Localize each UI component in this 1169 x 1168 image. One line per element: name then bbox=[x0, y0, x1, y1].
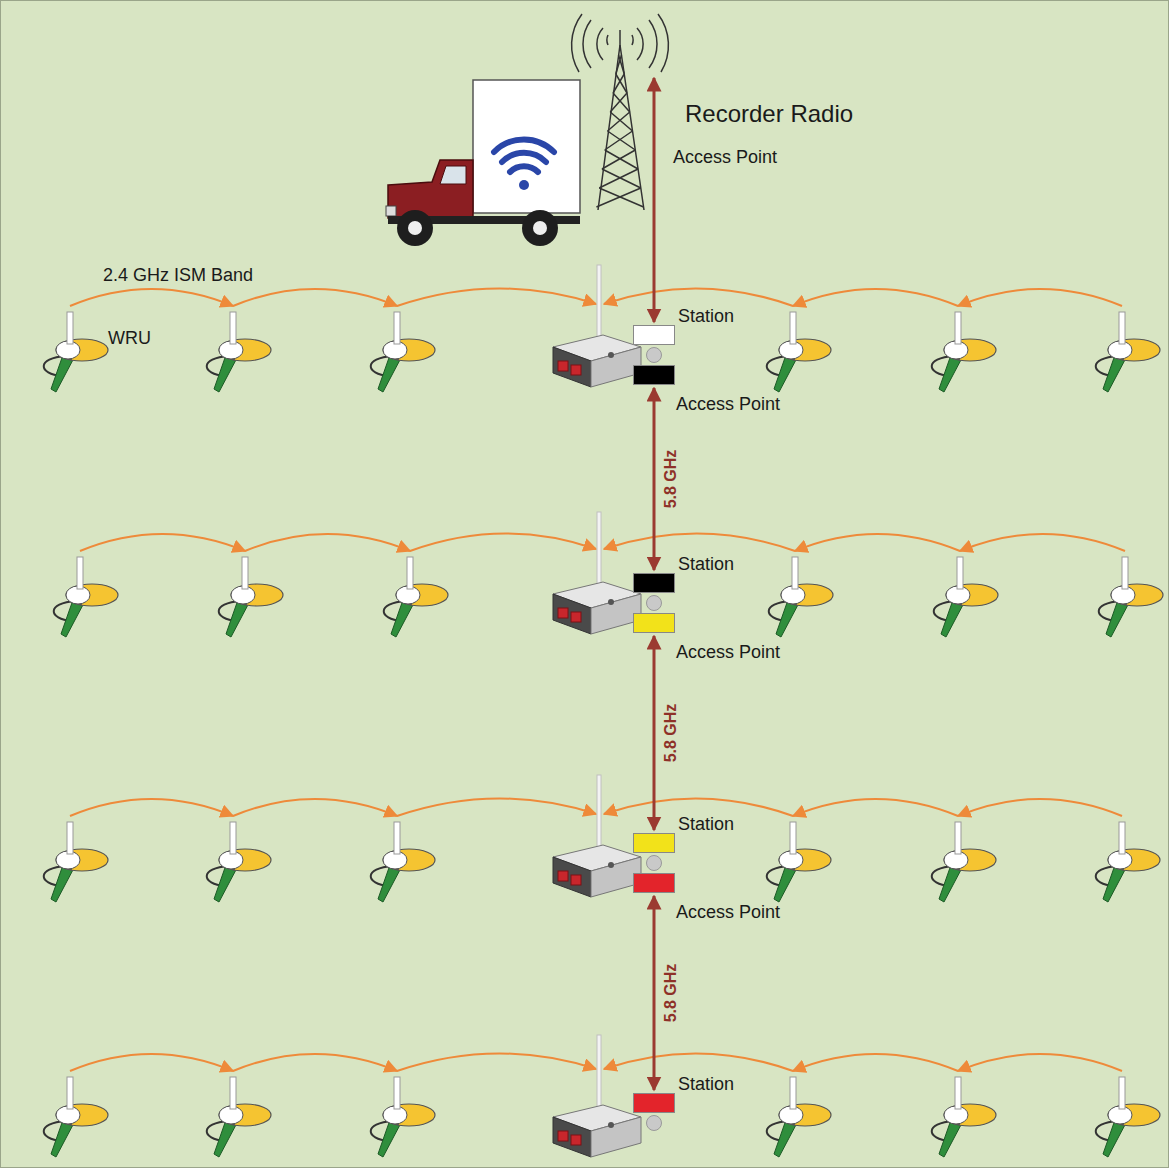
station-radio bbox=[553, 775, 641, 897]
station-radio bbox=[553, 265, 641, 387]
station-radio bbox=[553, 512, 641, 634]
wru-units bbox=[44, 312, 1163, 1157]
wru-icon bbox=[219, 557, 283, 637]
ism-arc bbox=[233, 799, 397, 816]
role-label: Access Point bbox=[676, 393, 780, 415]
wru-icon bbox=[769, 557, 833, 637]
wru-icon bbox=[767, 1077, 831, 1157]
wru-icon bbox=[207, 1077, 271, 1157]
ism-arc bbox=[397, 798, 596, 816]
station-box: StationAccess Point bbox=[633, 833, 675, 893]
ism-arc bbox=[80, 534, 245, 551]
wru-icon bbox=[767, 822, 831, 902]
ism-arc bbox=[70, 799, 233, 816]
ism-arc bbox=[70, 1054, 233, 1071]
role-label: Station bbox=[678, 553, 734, 575]
wru-icon bbox=[44, 822, 108, 902]
wru-icon bbox=[384, 557, 448, 637]
wru-icon bbox=[207, 822, 271, 902]
radio-slot bbox=[633, 833, 675, 853]
link-arrow bbox=[653, 896, 656, 1090]
wru-icon bbox=[1099, 557, 1163, 637]
ism-arc bbox=[397, 1053, 596, 1071]
wru-icon bbox=[44, 1077, 108, 1157]
ism-arc bbox=[958, 289, 1122, 306]
station-box: StationAccess Point bbox=[633, 573, 675, 633]
ism-arc bbox=[604, 288, 793, 306]
radio-knob bbox=[646, 1115, 662, 1131]
ism-arc bbox=[793, 1054, 958, 1071]
role-label: Access Point bbox=[673, 146, 777, 168]
role-label: Station bbox=[678, 813, 734, 835]
frequency-label: 5.8 GHz bbox=[662, 450, 680, 509]
band-label: 2.4 GHz ISM Band bbox=[103, 264, 253, 286]
frequency-label: 5.8 GHz bbox=[662, 704, 680, 763]
ism-arc bbox=[233, 1054, 397, 1071]
wru-icon bbox=[932, 822, 996, 902]
radio-slot bbox=[633, 325, 675, 345]
radio-knob bbox=[646, 347, 662, 363]
frequency-label: 5.8 GHz bbox=[662, 964, 680, 1023]
station-radio bbox=[553, 1035, 641, 1157]
station-box: StationAccess Point bbox=[633, 325, 675, 385]
station-radios bbox=[553, 265, 641, 1157]
title-label: Recorder Radio bbox=[685, 100, 853, 128]
role-label: Access Point bbox=[676, 901, 780, 923]
wru-icon bbox=[1096, 1077, 1160, 1157]
radio-knob bbox=[646, 855, 662, 871]
wru-icon bbox=[932, 1077, 996, 1157]
ism-arc bbox=[70, 289, 233, 306]
recorder-truck bbox=[386, 80, 580, 246]
ism-arc bbox=[958, 1054, 1122, 1071]
radio-slot bbox=[633, 573, 675, 593]
wru-icon bbox=[44, 312, 108, 392]
wru-icon bbox=[1096, 822, 1160, 902]
role-label: Station bbox=[678, 305, 734, 327]
unit-label: WRU bbox=[108, 327, 151, 349]
wru-icon bbox=[54, 557, 118, 637]
radio-slot bbox=[633, 365, 675, 385]
ism-arc bbox=[958, 799, 1122, 816]
wru-icon bbox=[371, 822, 435, 902]
ism-arc bbox=[793, 289, 958, 306]
ism-arc bbox=[604, 798, 793, 816]
ism-arc bbox=[793, 799, 958, 816]
ism-arc bbox=[604, 533, 795, 551]
ism-arc bbox=[604, 1053, 793, 1071]
ism-arc bbox=[397, 288, 596, 306]
wru-icon bbox=[1096, 312, 1160, 392]
ism-arc bbox=[795, 534, 960, 551]
ism-links bbox=[70, 288, 1125, 1071]
ism-arc bbox=[245, 534, 410, 551]
ism-arc bbox=[410, 533, 596, 551]
radio-slot bbox=[633, 1093, 675, 1113]
wru-icon bbox=[767, 312, 831, 392]
radio-slot bbox=[633, 873, 675, 893]
wru-icon bbox=[932, 312, 996, 392]
ism-arc bbox=[233, 289, 397, 306]
wru-icon bbox=[934, 557, 998, 637]
link-arrow bbox=[653, 78, 656, 322]
wru-icon bbox=[371, 1077, 435, 1157]
recorder-radio: Recorder RadioAccess Point bbox=[575, 15, 665, 75]
ism-arc bbox=[960, 534, 1125, 551]
radio-slot bbox=[633, 613, 675, 633]
radio-knob bbox=[646, 595, 662, 611]
station-box: Station bbox=[633, 1093, 675, 1133]
link-arrow bbox=[653, 636, 656, 830]
wru-icon bbox=[207, 312, 271, 392]
wru-icon bbox=[371, 312, 435, 392]
role-label: Station bbox=[678, 1073, 734, 1095]
role-label: Access Point bbox=[676, 641, 780, 663]
link-arrow bbox=[653, 388, 656, 570]
